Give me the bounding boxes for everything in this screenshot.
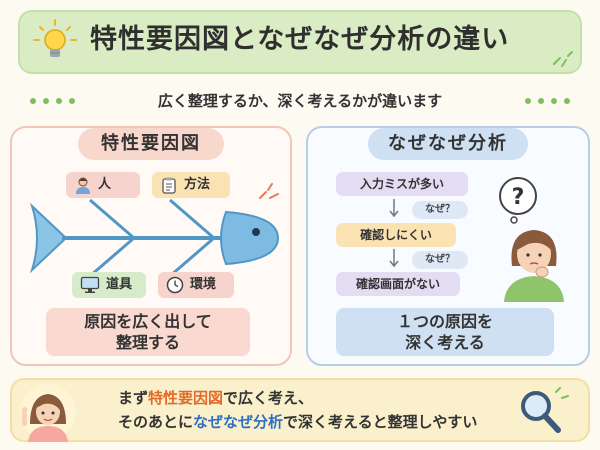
conclusion-banner [10, 378, 590, 442]
cause-environment-label: 環境 [158, 272, 234, 298]
conclusion-text: まず特性要因図で広く考え、 そのあとになぜなぜ分析で深く考えると整理しやすい [118, 386, 498, 434]
fishbone-diagram [29, 198, 280, 278]
question-bubble [499, 177, 537, 215]
why-step-1: 入力ミスが多い [336, 172, 468, 196]
down-arrow-icon [389, 249, 399, 268]
question-mark-icon: ? [512, 185, 525, 210]
fish-bone-upper-1 [89, 198, 135, 240]
decor-dots-left [30, 98, 75, 104]
cause-method-text: 方法 [184, 177, 211, 192]
why-why-summary-line1: １つの原因を [396, 312, 493, 331]
fishbone-summary-box: 原因を広く出して 整理する [46, 308, 250, 356]
decor-dots-right [525, 98, 570, 104]
subtitle: 広く整理するか、深く考えるかが違います [157, 92, 443, 110]
computer-icon [80, 276, 100, 293]
why-why-summary-box: １つの原因を 深く考える [336, 308, 554, 356]
fish-tail [29, 202, 68, 274]
fish-head [220, 210, 280, 266]
subtitle-row: 広く整理するか、深く考えるかが違います [0, 88, 600, 114]
page-title: 特性要因図となぜなぜ分析の違い [90, 24, 510, 55]
pointing-girl-illustration [20, 384, 76, 442]
conclusion-line-2: そのあとになぜなぜ分析で深く考えると整理しやすい [118, 410, 498, 434]
magnifier-icon [521, 387, 569, 433]
cause-person-label: 人 [66, 172, 140, 198]
conclusion-highlight-why-why: なぜなぜ分析 [193, 413, 284, 431]
clock-icon [166, 276, 184, 294]
person-icon [76, 177, 90, 194]
fishbone-panel-title: 特性要因図 [78, 128, 224, 160]
emphasis-lines-icon [259, 183, 279, 199]
fish-eye [252, 228, 260, 236]
why-step-2: 確認しにくい [336, 223, 456, 247]
why-tag-2: なぜ？ [412, 251, 468, 269]
conclusion-line-1-prefix: まず [118, 389, 149, 407]
why-tag-1: なぜ？ [412, 201, 468, 219]
fish-bone-upper-2 [169, 198, 215, 240]
conclusion-line-2-prefix: そのあとに [118, 413, 194, 431]
cause-environment-text: 環境 [190, 277, 217, 292]
title-bar [18, 10, 582, 74]
cause-person-text: 人 [98, 177, 112, 192]
fish-bone-lower-2 [169, 236, 215, 278]
cause-method-label: 方法 [152, 172, 230, 198]
conclusion-line-1: まず特性要因図で広く考え、 [118, 386, 498, 410]
why-why-summary-line2: 深く考える [405, 333, 485, 352]
sparkle-icon [553, 51, 573, 67]
down-arrow-icon [389, 199, 399, 218]
why-step-3: 確認画面がない [336, 272, 460, 296]
thinking-woman-illustration: ? [499, 177, 564, 302]
lightbulb-icon [33, 19, 77, 57]
conclusion-highlight-fishbone: 特性要因図 [148, 389, 224, 407]
clipboard-icon [162, 177, 176, 194]
why-why-panel-title: なぜなぜ分析 [368, 128, 528, 160]
fishbone-summary-line2: 整理する [115, 333, 180, 352]
cause-tool-text: 道具 [106, 277, 133, 292]
cause-tool-label: 道具 [72, 272, 146, 298]
conclusion-line-1-suffix: で広く考え、 [223, 389, 314, 407]
fishbone-summary-line1: 原因を広く出して [84, 312, 212, 331]
fish-bone-lower-1 [89, 236, 135, 278]
conclusion-line-2-suffix: で深く考えると整理しやすい [283, 413, 478, 431]
